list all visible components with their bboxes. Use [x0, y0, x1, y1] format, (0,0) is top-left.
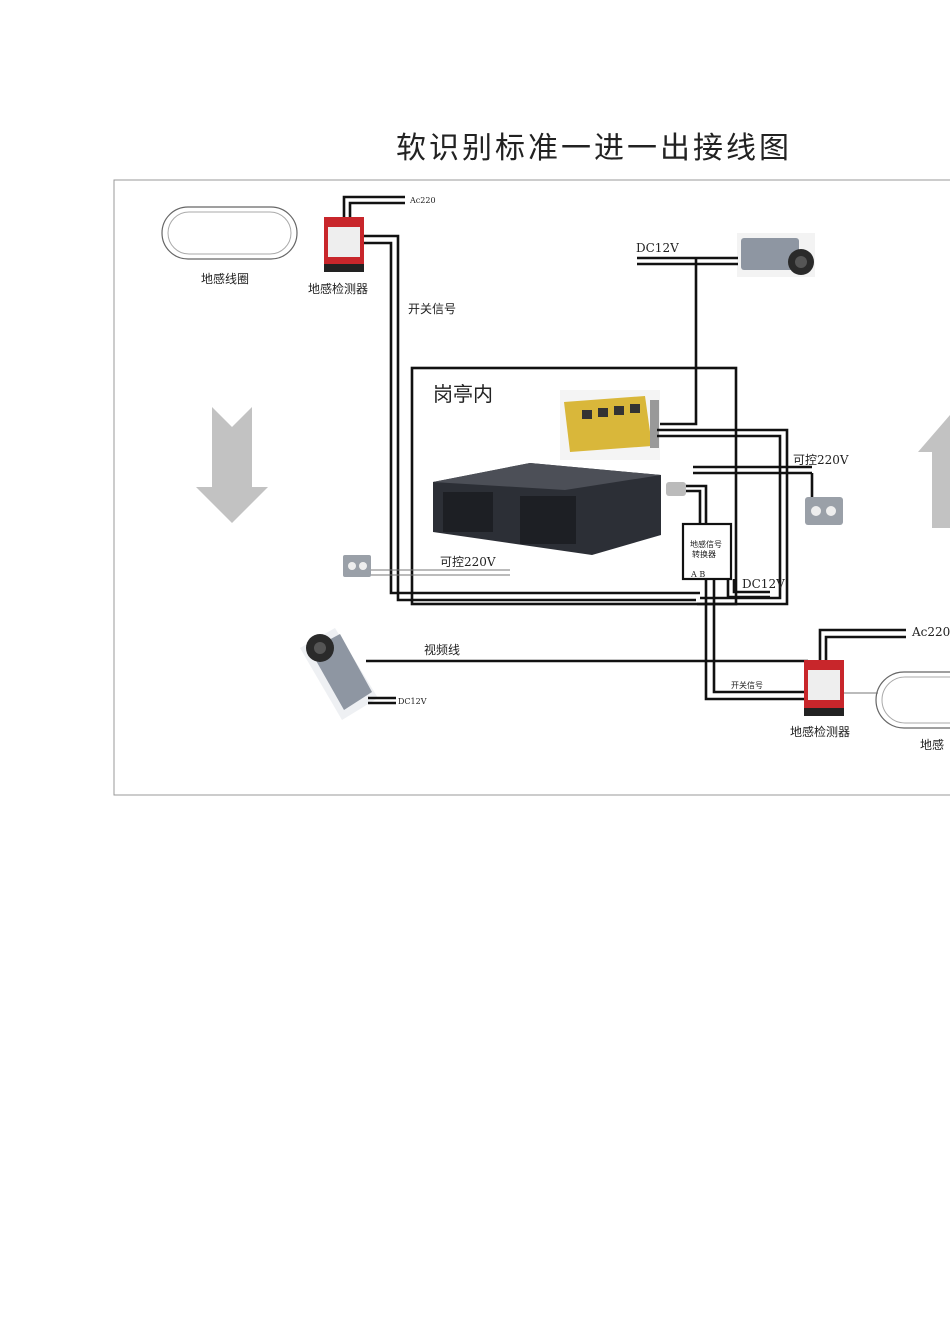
diagram-title: 软识别标准一进一出接线图 [396, 131, 792, 166]
card-output-wire-1 [657, 428, 789, 606]
dc12v-converter-wire [726, 579, 770, 599]
camera-bottom [300, 628, 378, 720]
capture-card [560, 390, 660, 460]
light-left [343, 555, 371, 577]
converter-label-line2: 转换器 [692, 549, 716, 559]
camera-top-video-wire [657, 258, 698, 426]
detector-top-device [324, 217, 364, 272]
switch-signal-top-label: 开关信号 [408, 302, 456, 316]
light-right [805, 497, 843, 525]
detector-bottom-device [804, 660, 844, 716]
converter-ports: A B [690, 570, 705, 579]
loop-coil-left-label: 地感线圈 [201, 271, 249, 286]
switch-signal-top-wire [364, 234, 696, 602]
up-arrow-icon [918, 415, 950, 528]
ac220-top-wire [342, 195, 405, 217]
ac220-bottom-label: Ac220 [911, 625, 950, 639]
loop-coil-right [844, 671, 950, 729]
controllable-220v-left-label: 可控220V [440, 555, 496, 569]
ac220-bottom-wire [818, 628, 906, 660]
dc12v-converter-label: DC12V [742, 577, 785, 591]
server-pc [433, 463, 661, 555]
switch-signal-bottom-wire [704, 579, 808, 701]
ac220-top-label: Ac220 [409, 196, 436, 205]
detector-top-label: 地感检测器 [308, 281, 368, 296]
switch-signal-bottom-label: 开关信号 [731, 680, 763, 690]
video-line-label: 视频线 [424, 642, 460, 657]
camera-top [737, 233, 815, 277]
diagram-frame [113, 179, 950, 796]
controllable-220v-right-label: 可控220V [793, 453, 849, 467]
connector-device [666, 482, 686, 496]
dc12v-camera-top-label: DC12V [636, 241, 679, 255]
dc12v-camera-bottom-label: DC12V [398, 697, 427, 706]
loop-coil-right-label: 地感 [920, 737, 944, 752]
down-arrow-icon [196, 407, 268, 523]
converter-label-line1: 地感信号 [690, 539, 722, 549]
booth-box [410, 366, 738, 606]
loop-coil-left [161, 206, 298, 260]
detector-bottom-label: 地感检测器 [790, 724, 850, 739]
booth-label: 岗亭内 [433, 382, 493, 406]
signal-converter [681, 522, 733, 581]
